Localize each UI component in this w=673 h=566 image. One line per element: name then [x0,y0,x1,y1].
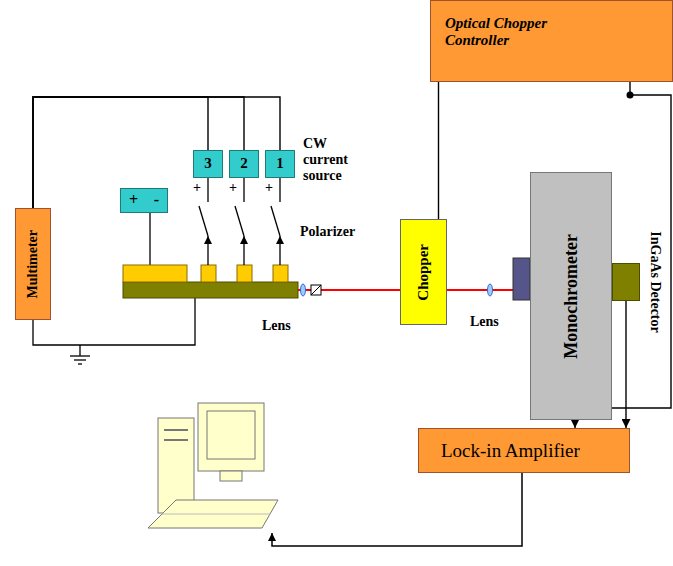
contact-pad [201,265,216,282]
lens-symbol [488,284,493,296]
box-text: + [129,191,138,209]
box-text: 2 [240,155,248,172]
entrance-slit [513,258,530,300]
component-label: Polarizer [300,224,355,240]
ground-symbol [78,363,82,364]
multimeter-box: Multimeter [15,208,51,320]
switch-symbol [199,178,280,265]
current-source-box: 1 [265,150,295,178]
box-text: 1 [276,155,284,172]
contact-pad [237,265,252,282]
data-arrow [272,473,522,546]
monochromator-box: Monochrometer [530,172,612,420]
component-label: Lens [470,314,499,330]
electrode [123,265,187,282]
signal-wire [438,82,439,219]
bias-wire [149,213,150,265]
signal-wire [625,301,626,428]
chopper-box: Chopper [400,219,447,325]
polarity-sign: + [193,180,201,196]
voltage-source-box: +- [120,188,168,213]
box-text: InGaAs Detector [647,231,663,332]
source-label: CW current source [303,136,361,184]
current-source-box: 2 [229,150,259,178]
box-text: 3 [204,155,212,172]
box-text: Monochrometer [561,234,582,359]
polarity-sign: + [265,180,273,196]
ground-symbol [74,359,86,360]
polarizer-symbol [311,285,321,295]
ground-symbol [70,355,90,356]
laser-chip [123,282,298,298]
ground-wire [79,345,80,356]
detector-box: InGaAs Detector [612,263,640,301]
box-text: Optical Chopper Controller [445,15,575,50]
box-text: Multimeter [25,230,41,298]
lock-in-box: Lock-in Amplifier [418,428,630,473]
controller-box: Optical Chopper Controller [430,0,673,82]
box-text: - [154,191,159,209]
ground-wire [33,298,195,345]
contact-pad [273,265,288,282]
box-text: Chopper [415,244,432,301]
lens-symbol [301,284,306,296]
polarity-sign: + [229,180,237,196]
box-text: Lock-in Amplifier [441,440,580,462]
computer-icon [148,403,278,528]
component-label: Lens [262,318,291,334]
current-source-box: 3 [193,150,223,178]
polarizer-symbol [311,285,321,295]
